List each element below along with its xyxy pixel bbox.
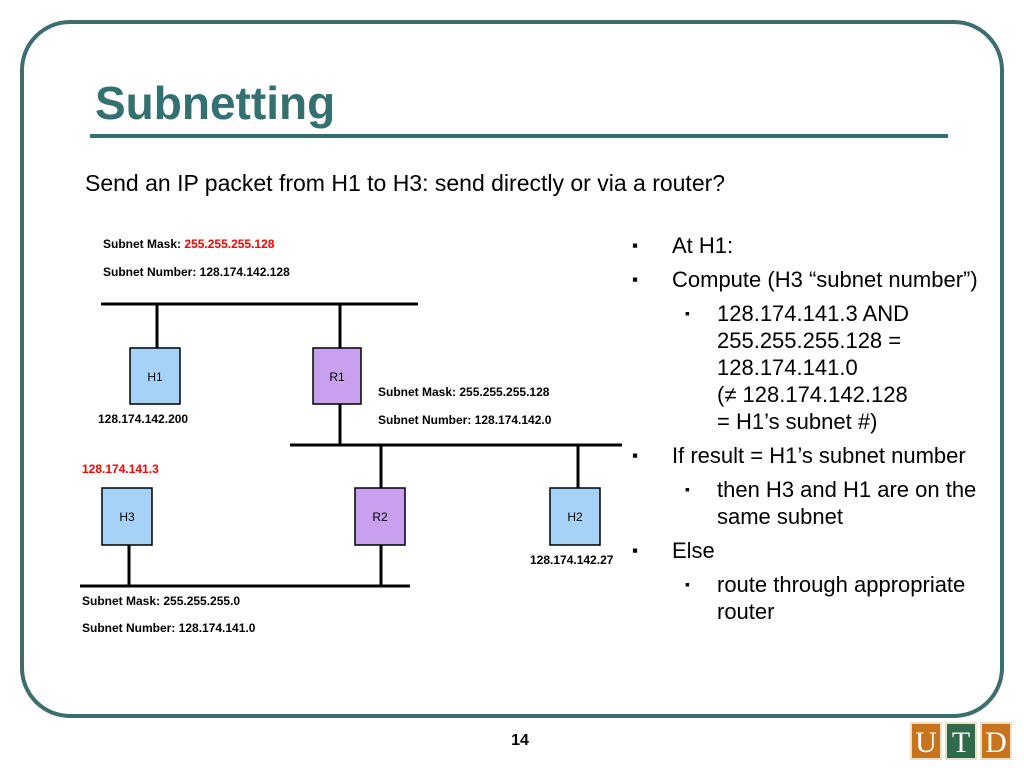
r1-label: R1	[329, 370, 345, 384]
top-mask-value: 255.255.255.128	[184, 237, 274, 251]
bullet-then-same-subnet: then H3 and H1 are on the same subnet	[632, 476, 1002, 530]
title-underline	[90, 134, 948, 138]
bottom-subnet-mask: Subnet Mask: 255.255.255.0	[82, 594, 240, 608]
bullet-and-calculation: 128.174.141.3 AND 255.255.255.128 = 128.…	[632, 300, 1002, 435]
h2-label: H2	[567, 510, 583, 524]
h3-label: H3	[119, 510, 135, 524]
h1-node: H1	[129, 347, 181, 405]
top-subnet-mask: Subnet Mask: 255.255.255.128	[103, 237, 275, 251]
mid-subnet-mask: Subnet Mask: 255.255.255.128	[378, 385, 550, 399]
h2-ip: 128.174.142.27	[530, 553, 614, 567]
logo-letter-t: T	[945, 722, 977, 760]
bottom-subnet-number: Subnet Number: 128.174.141.0	[82, 621, 256, 635]
h1-ip: 128.174.142.200	[98, 412, 188, 426]
logo-letter-d: D	[980, 722, 1012, 760]
r1-node: R1	[312, 347, 362, 405]
bullet-else: Else	[632, 537, 1002, 564]
bullet-compute: Compute (H3 “subnet number”)	[632, 266, 1002, 293]
bullet-list: At H1: Compute (H3 “subnet number”) 128.…	[632, 232, 1002, 632]
mid-subnet-number: Subnet Number: 128.174.142.0	[378, 413, 552, 427]
slide-title: Subnetting	[95, 77, 336, 129]
slide-question: Send an IP packet from H1 to H3: send di…	[85, 170, 726, 196]
h1-label: H1	[147, 370, 163, 384]
bullet-if-result: If result = H1’s subnet number	[632, 442, 1002, 469]
page-number: 14	[511, 732, 529, 749]
utd-logo: U T D	[910, 722, 1012, 760]
r2-label: R2	[372, 510, 388, 524]
bullet-route-router: route through appropriate router	[632, 571, 1002, 625]
h2-node: H2	[549, 487, 601, 546]
h3-node: H3	[101, 487, 153, 546]
top-subnet-number: Subnet Number: 128.174.142.128	[103, 265, 290, 279]
bullet-at-h1: At H1:	[632, 232, 1002, 259]
r2-node: R2	[354, 487, 406, 546]
h3-ip: 128.174.141.3	[82, 462, 159, 476]
top-mask-label: Subnet Mask:	[103, 237, 184, 251]
logo-letter-u: U	[910, 722, 942, 760]
slide-frame	[20, 20, 1004, 718]
